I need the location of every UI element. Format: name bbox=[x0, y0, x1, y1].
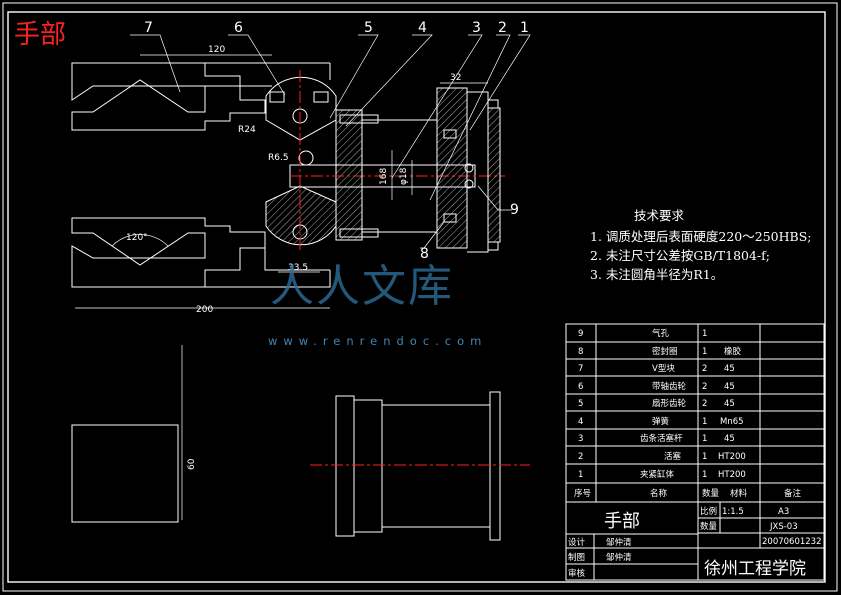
drawing-name: 手部 bbox=[604, 511, 640, 532]
school-name: 徐州工程学院 bbox=[704, 559, 806, 579]
parts-row-qty: 1 bbox=[702, 452, 707, 462]
drawing-code: JXS-03 bbox=[769, 522, 798, 532]
inner-border bbox=[7, 11, 826, 583]
red-title: 手部 bbox=[14, 20, 67, 50]
qty-label: 数量 bbox=[700, 521, 718, 532]
parts-row-name: V型块 bbox=[652, 363, 675, 374]
watermark-url: www.renrendoc.com bbox=[268, 334, 488, 348]
parts-header-mat: 材料 bbox=[730, 488, 748, 499]
parts-header-qty: 数量 bbox=[702, 488, 720, 499]
parts-row-name: 气孔 bbox=[652, 328, 670, 339]
design-label: 设计 bbox=[568, 537, 586, 548]
parts-row-mat: 橡胶 bbox=[724, 346, 742, 357]
parts-row-qty: 2 bbox=[702, 399, 707, 409]
parts-row-name: 密封圈 bbox=[652, 346, 678, 357]
scale-value: 1:1.5 bbox=[722, 507, 744, 517]
parts-row-mat: 45 bbox=[724, 382, 735, 392]
upper-sector-gear bbox=[265, 76, 337, 141]
parts-list-text: 9 气孔 1 8 密封圈 1 橡胶 7 V型块 2 45 6 带轴齿轮 2 45… bbox=[574, 328, 802, 499]
balloon-6: 6 bbox=[234, 20, 243, 36]
upper-v-block bbox=[71, 62, 266, 131]
parts-row-no: 8 bbox=[578, 347, 583, 357]
parts-row-mat: 45 bbox=[724, 399, 735, 409]
parts-row-qty: 1 bbox=[702, 417, 707, 427]
lower-v-block bbox=[71, 217, 266, 288]
parts-row-mat: HT200 bbox=[718, 452, 746, 462]
lower-sector-gear bbox=[265, 185, 337, 246]
side-view bbox=[71, 391, 530, 541]
balloon-5: 5 bbox=[364, 20, 373, 36]
dim-r6-5: R6.5 bbox=[268, 153, 289, 163]
requirement-item: 1. 调质处理后表面硬度220～250HBS; bbox=[590, 229, 812, 244]
dim-phi18: φ18 bbox=[399, 167, 409, 185]
dim-120: 120 bbox=[208, 45, 225, 55]
parts-list bbox=[565, 323, 825, 503]
parts-header-no: 序号 bbox=[574, 488, 591, 499]
parts-row-name: 扇形齿轮 bbox=[652, 398, 687, 409]
parts-row-no: 6 bbox=[578, 382, 583, 392]
balloon-4: 4 bbox=[418, 20, 427, 36]
parts-row-mat: Mn65 bbox=[720, 417, 744, 427]
balloons: 7 6 5 4 3 2 1 9 8 bbox=[144, 20, 529, 262]
side-view-finger bbox=[71, 424, 179, 523]
parts-row-no: 3 bbox=[578, 434, 583, 444]
parts-row-no: 1 bbox=[578, 470, 583, 480]
requirement-item: 2. 未注尺寸公差按GB/T1804-f; bbox=[590, 248, 770, 263]
balloon-9: 9 bbox=[510, 202, 519, 218]
parts-row-mat: 45 bbox=[724, 434, 735, 444]
parts-row-name: 夹紧缸体 bbox=[640, 469, 675, 480]
parts-row-name: 齿条活塞杆 bbox=[640, 433, 683, 444]
parts-row-qty: 1 bbox=[702, 470, 707, 480]
parts-row-qty: 2 bbox=[702, 364, 707, 374]
parts-row-qty: 2 bbox=[702, 382, 707, 392]
balloon-8: 8 bbox=[420, 246, 429, 262]
review-label: 审核 bbox=[568, 568, 586, 579]
student-id: 20070601232 bbox=[762, 537, 822, 547]
balloon-2: 2 bbox=[498, 20, 507, 36]
gear-housing bbox=[335, 109, 363, 241]
dim-200: 200 bbox=[196, 305, 213, 315]
parts-row-name: 活塞 bbox=[664, 451, 682, 462]
requirement-item: 3. 未注圆角半径为R1。 bbox=[590, 267, 724, 282]
balloon-1: 1 bbox=[520, 20, 529, 36]
parts-row-name: 带轴齿轮 bbox=[652, 381, 687, 392]
dim-60: 60 bbox=[187, 458, 197, 470]
parts-row-mat: HT200 bbox=[718, 470, 746, 480]
parts-header-name: 名称 bbox=[650, 488, 668, 499]
dim-texts: 120 R24 R6.5 32 168 φ18 120° 33.5 200 60 bbox=[126, 45, 461, 470]
title-block bbox=[565, 501, 825, 581]
parts-row-no: 5 bbox=[578, 399, 583, 409]
dim-120-deg: 120° bbox=[126, 233, 148, 243]
parts-row-qty: 1 bbox=[702, 347, 707, 357]
parts-row-no: 4 bbox=[578, 417, 583, 427]
title-block-text: 手部 比例 1:1.5 数量 A3 JXS-03 20070601232 设计 … bbox=[568, 506, 822, 579]
parts-row-mat: 45 bbox=[724, 364, 735, 374]
parts-row-qty: 1 bbox=[702, 434, 707, 444]
drafter-name: 邹仲清 bbox=[606, 552, 632, 563]
draw-label: 制图 bbox=[568, 552, 585, 563]
dim-32: 32 bbox=[450, 73, 461, 83]
balloon-leaders bbox=[130, 34, 531, 249]
dim-r24: R24 bbox=[238, 125, 256, 135]
parts-header-note: 备注 bbox=[784, 488, 802, 499]
parts-row-no: 2 bbox=[578, 452, 583, 462]
requirements-title: 技术要求 bbox=[634, 208, 685, 223]
dim-168: 168 bbox=[379, 168, 389, 185]
scale-label: 比例 bbox=[700, 506, 717, 517]
sheet-size: A3 bbox=[778, 507, 789, 517]
watermark-logo: 人人文库 bbox=[270, 261, 454, 312]
parts-row-qty: 1 bbox=[702, 329, 707, 339]
parts-row-name: 弹簧 bbox=[652, 416, 670, 427]
dim-33-5: 33.5 bbox=[288, 263, 308, 273]
parts-row-no: 9 bbox=[578, 329, 583, 339]
balloon-3: 3 bbox=[472, 20, 481, 36]
dimensions bbox=[75, 54, 488, 520]
designer-name: 邹仲清 bbox=[606, 537, 632, 548]
balloon-7: 7 bbox=[144, 20, 153, 36]
main-assembly-view bbox=[71, 62, 505, 288]
parts-row-no: 7 bbox=[578, 364, 583, 374]
